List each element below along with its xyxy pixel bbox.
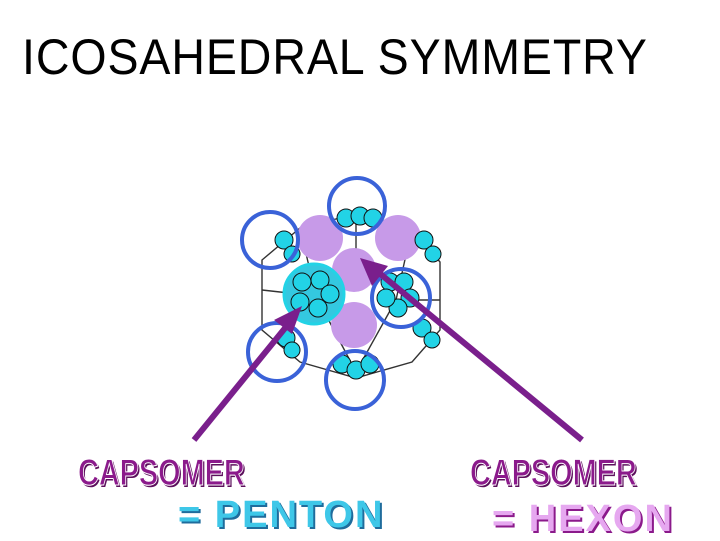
hexon-arrow — [376, 269, 584, 443]
penton-arrow — [191, 320, 293, 442]
penton-arrow-head — [274, 306, 302, 334]
penton-subunit — [274, 230, 294, 250]
slide-title: ICOSAHEDRAL SYMMETRY — [22, 29, 648, 85]
pointer-arrows — [191, 258, 584, 443]
penton-subunit — [424, 245, 442, 263]
penton-highlight-rings — [240, 176, 432, 411]
penton-subunit — [292, 272, 312, 292]
penton-subunit — [308, 298, 328, 318]
penton-subunit — [283, 341, 301, 359]
hexon-capsomers — [297, 215, 421, 348]
left-capsomer-label: CAPSOMER — [78, 452, 246, 494]
penton-label: = PENTON — [178, 494, 385, 536]
right-capsomer-label: CAPSOMER — [470, 452, 638, 494]
highlight-ring — [327, 176, 387, 236]
hexon — [375, 215, 421, 261]
penton-subunit — [320, 284, 340, 304]
penton-subunit — [423, 331, 441, 349]
penton-subunit — [414, 230, 434, 250]
hexon — [331, 302, 377, 348]
highlight-ring — [324, 349, 386, 411]
highlight-ring — [246, 321, 308, 383]
penton-subunit — [376, 288, 396, 308]
hexon — [297, 215, 343, 261]
penton-capsomers — [274, 206, 442, 380]
hexon — [332, 248, 376, 292]
highlight-ring — [282, 262, 346, 326]
hexon-label: = HEXON — [492, 498, 674, 540]
highlight-ring — [240, 210, 300, 270]
penton-subunit — [310, 270, 330, 290]
highlight-ring — [370, 267, 432, 329]
hexon-arrow-head — [360, 258, 388, 286]
